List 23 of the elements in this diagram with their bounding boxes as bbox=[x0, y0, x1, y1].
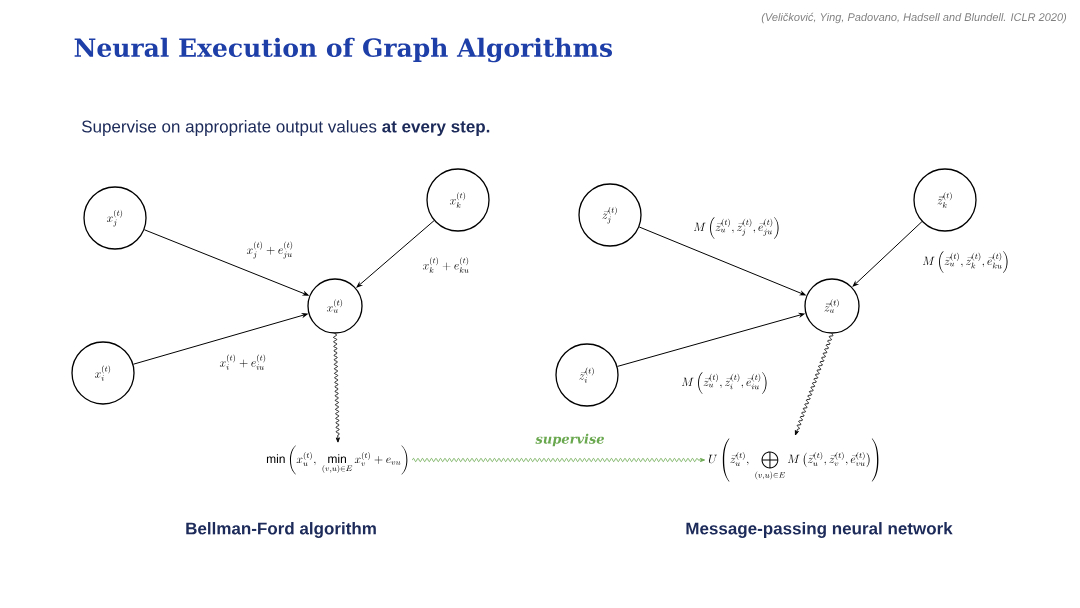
citation: (Veličković, Ying, Padovano, Hadsell and Blundell. ICLR 2020) bbox=[761, 12, 1067, 24]
arrow bbox=[638, 226, 806, 296]
edge-label: $x_i^{(t)} + e_{iu}^{(t)}$ bbox=[218, 353, 268, 371]
edge-label: $x_k^{(t)} + e_{ku}^{(t)}$ bbox=[421, 256, 471, 274]
subtitle: Supervise on appropriate output values at every step. bbox=[82, 120, 490, 136]
arrow bbox=[794, 333, 834, 436]
edge-label: supervise bbox=[534, 432, 606, 448]
arrow bbox=[852, 221, 923, 287]
arrow bbox=[132, 313, 308, 365]
formula: $U\left(\vec{z}_u^{(t)},\ \bigoplus_{(v,u)\in E} M\left(\vec{z}_u^{(t)}, \vec{z}_v^{(t)}, \vec{e}_{vu}^{(t)}\right)\right)$ bbox=[708, 438, 879, 482]
caption: Message-passing neural network bbox=[686, 522, 953, 538]
edge-label: $M\left(\vec{z}_u^{(t)}, \vec{z}_i^{(t)}, \vec{e}_{iu}^{(t)}\right)$ bbox=[680, 371, 770, 395]
arrow bbox=[356, 220, 435, 288]
arrow bbox=[143, 229, 309, 296]
title: Neural Execution of Graph Algorithms bbox=[74, 37, 613, 63]
caption: Bellman-Ford algorithm bbox=[186, 522, 376, 538]
formula: $\min\left(x_u^{(t)},\ \min_{(v,u)\in E} x_v^{(t)} + e_{vu}\right)$ bbox=[266, 445, 408, 475]
arrow bbox=[333, 333, 340, 443]
arrow bbox=[616, 313, 805, 367]
edge-label: $x_j^{(t)} + e_{ju}^{(t)}$ bbox=[245, 240, 295, 260]
edge-label: $M\left(\vec{z}_u^{(t)}, \vec{z}_k^{(t)}, \vec{e}_{ku}^{(t)}\right)$ bbox=[921, 250, 1011, 274]
edge-label: $M\left(\vec{z}_u^{(t)}, \vec{z}_j^{(t)}, \vec{e}_{ju}^{(t)}\right)$ bbox=[692, 216, 782, 240]
arrow bbox=[411, 457, 706, 463]
